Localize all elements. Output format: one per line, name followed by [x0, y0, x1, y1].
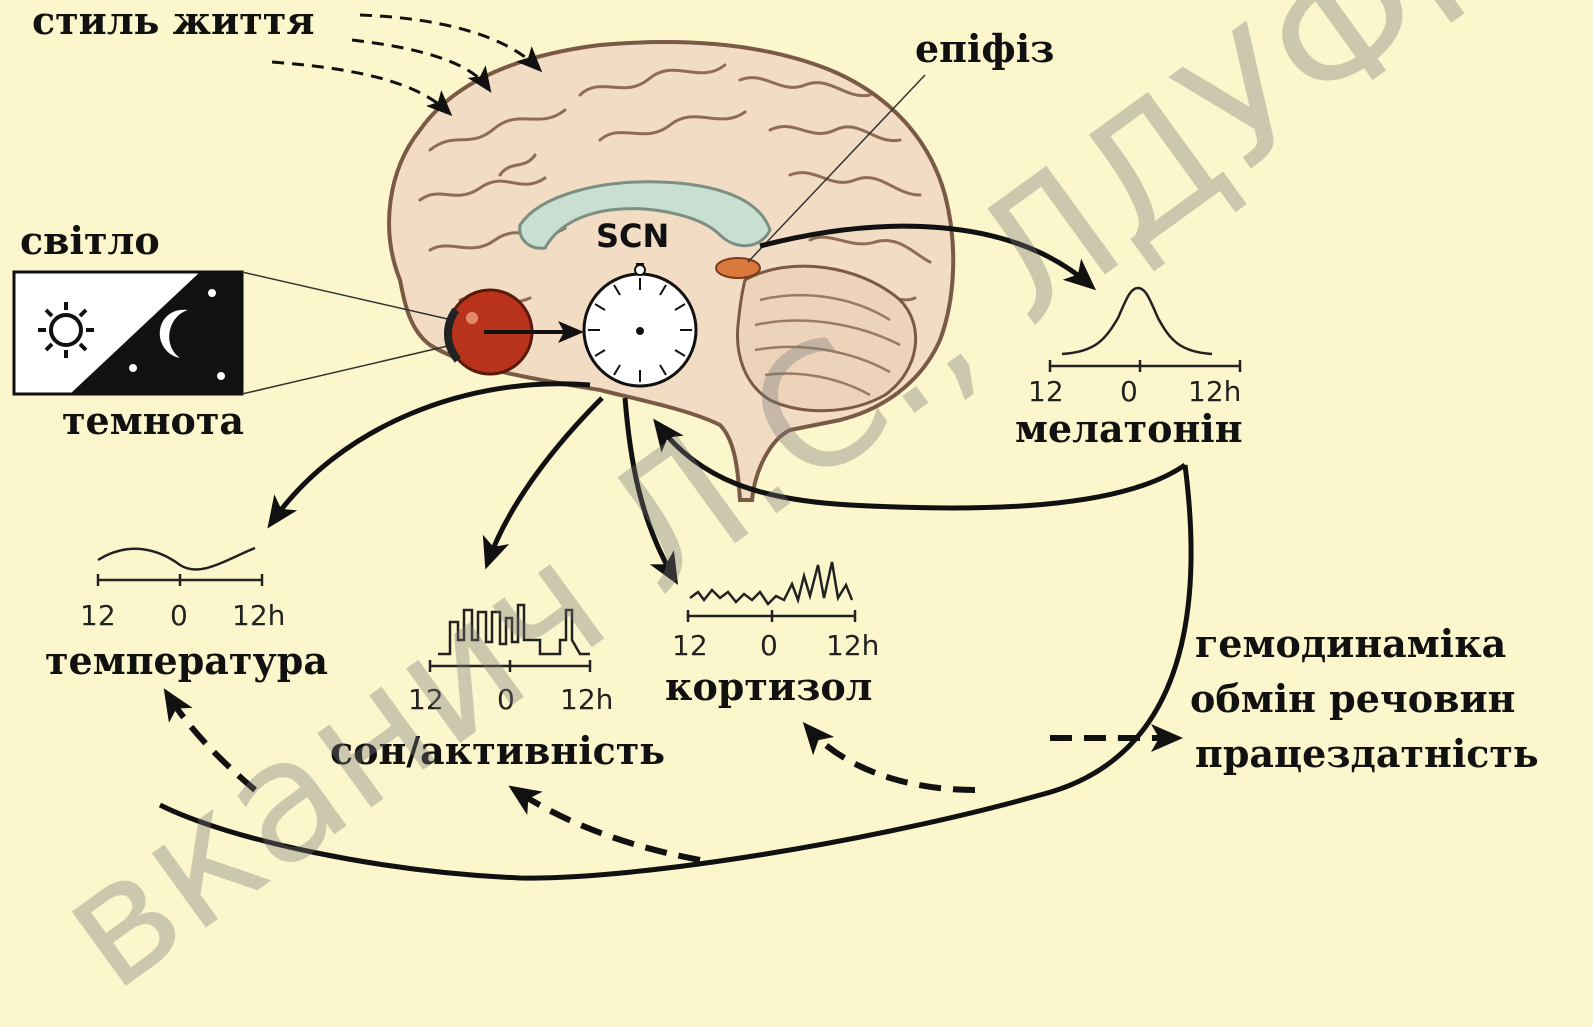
temperature-tick-right: 12h: [232, 602, 285, 630]
outcome-hemodynamics: гемодинаміка: [1195, 625, 1506, 663]
sleep-activity-plot: [430, 605, 590, 672]
darkness-label: темнота: [62, 402, 244, 440]
temperature-plot: [98, 548, 262, 586]
scn-output-arrows: [272, 384, 674, 578]
light-label: світло: [20, 222, 160, 260]
melatonin-tick-left: 12: [1028, 378, 1064, 406]
sleep-activity-label: сон/активність: [330, 732, 665, 770]
cortisol-label: кортизол: [665, 668, 872, 706]
cortisol-plot: [688, 562, 855, 622]
cortisol-tick-left: 12: [672, 632, 708, 660]
temperature-tick-mid: 0: [170, 602, 188, 630]
pineal-gland: [716, 258, 760, 278]
melatonin-tick-right: 12h: [1188, 378, 1241, 406]
epiphysis-label: епіфіз: [915, 30, 1054, 68]
circadian-diagram: стиль життя епіфіз світло темнота SCN 12…: [0, 0, 1593, 894]
scn-label: SCN: [596, 220, 669, 252]
light-dark-panel: [14, 272, 452, 394]
outcome-performance: працездатність: [1195, 735, 1539, 773]
cortisol-tick-right: 12h: [826, 632, 879, 660]
cortisol-tick-mid: 0: [760, 632, 778, 660]
dashed-feedback-arrows: [168, 695, 1175, 860]
temperature-label: температура: [45, 642, 328, 680]
temperature-tick-left: 12: [80, 602, 116, 630]
melatonin-tick-mid: 0: [1120, 378, 1138, 406]
brain-illustration: [389, 42, 953, 500]
sleep-tick-right: 12h: [560, 686, 613, 714]
melatonin-label: мелатонін: [1015, 410, 1243, 448]
outcome-metabolism: обмін речовин: [1190, 680, 1516, 718]
sleep-tick-mid: 0: [497, 686, 515, 714]
lifestyle-label: стиль життя: [32, 2, 314, 40]
sleep-tick-left: 12: [408, 686, 444, 714]
melatonin-plot: [1050, 288, 1240, 372]
